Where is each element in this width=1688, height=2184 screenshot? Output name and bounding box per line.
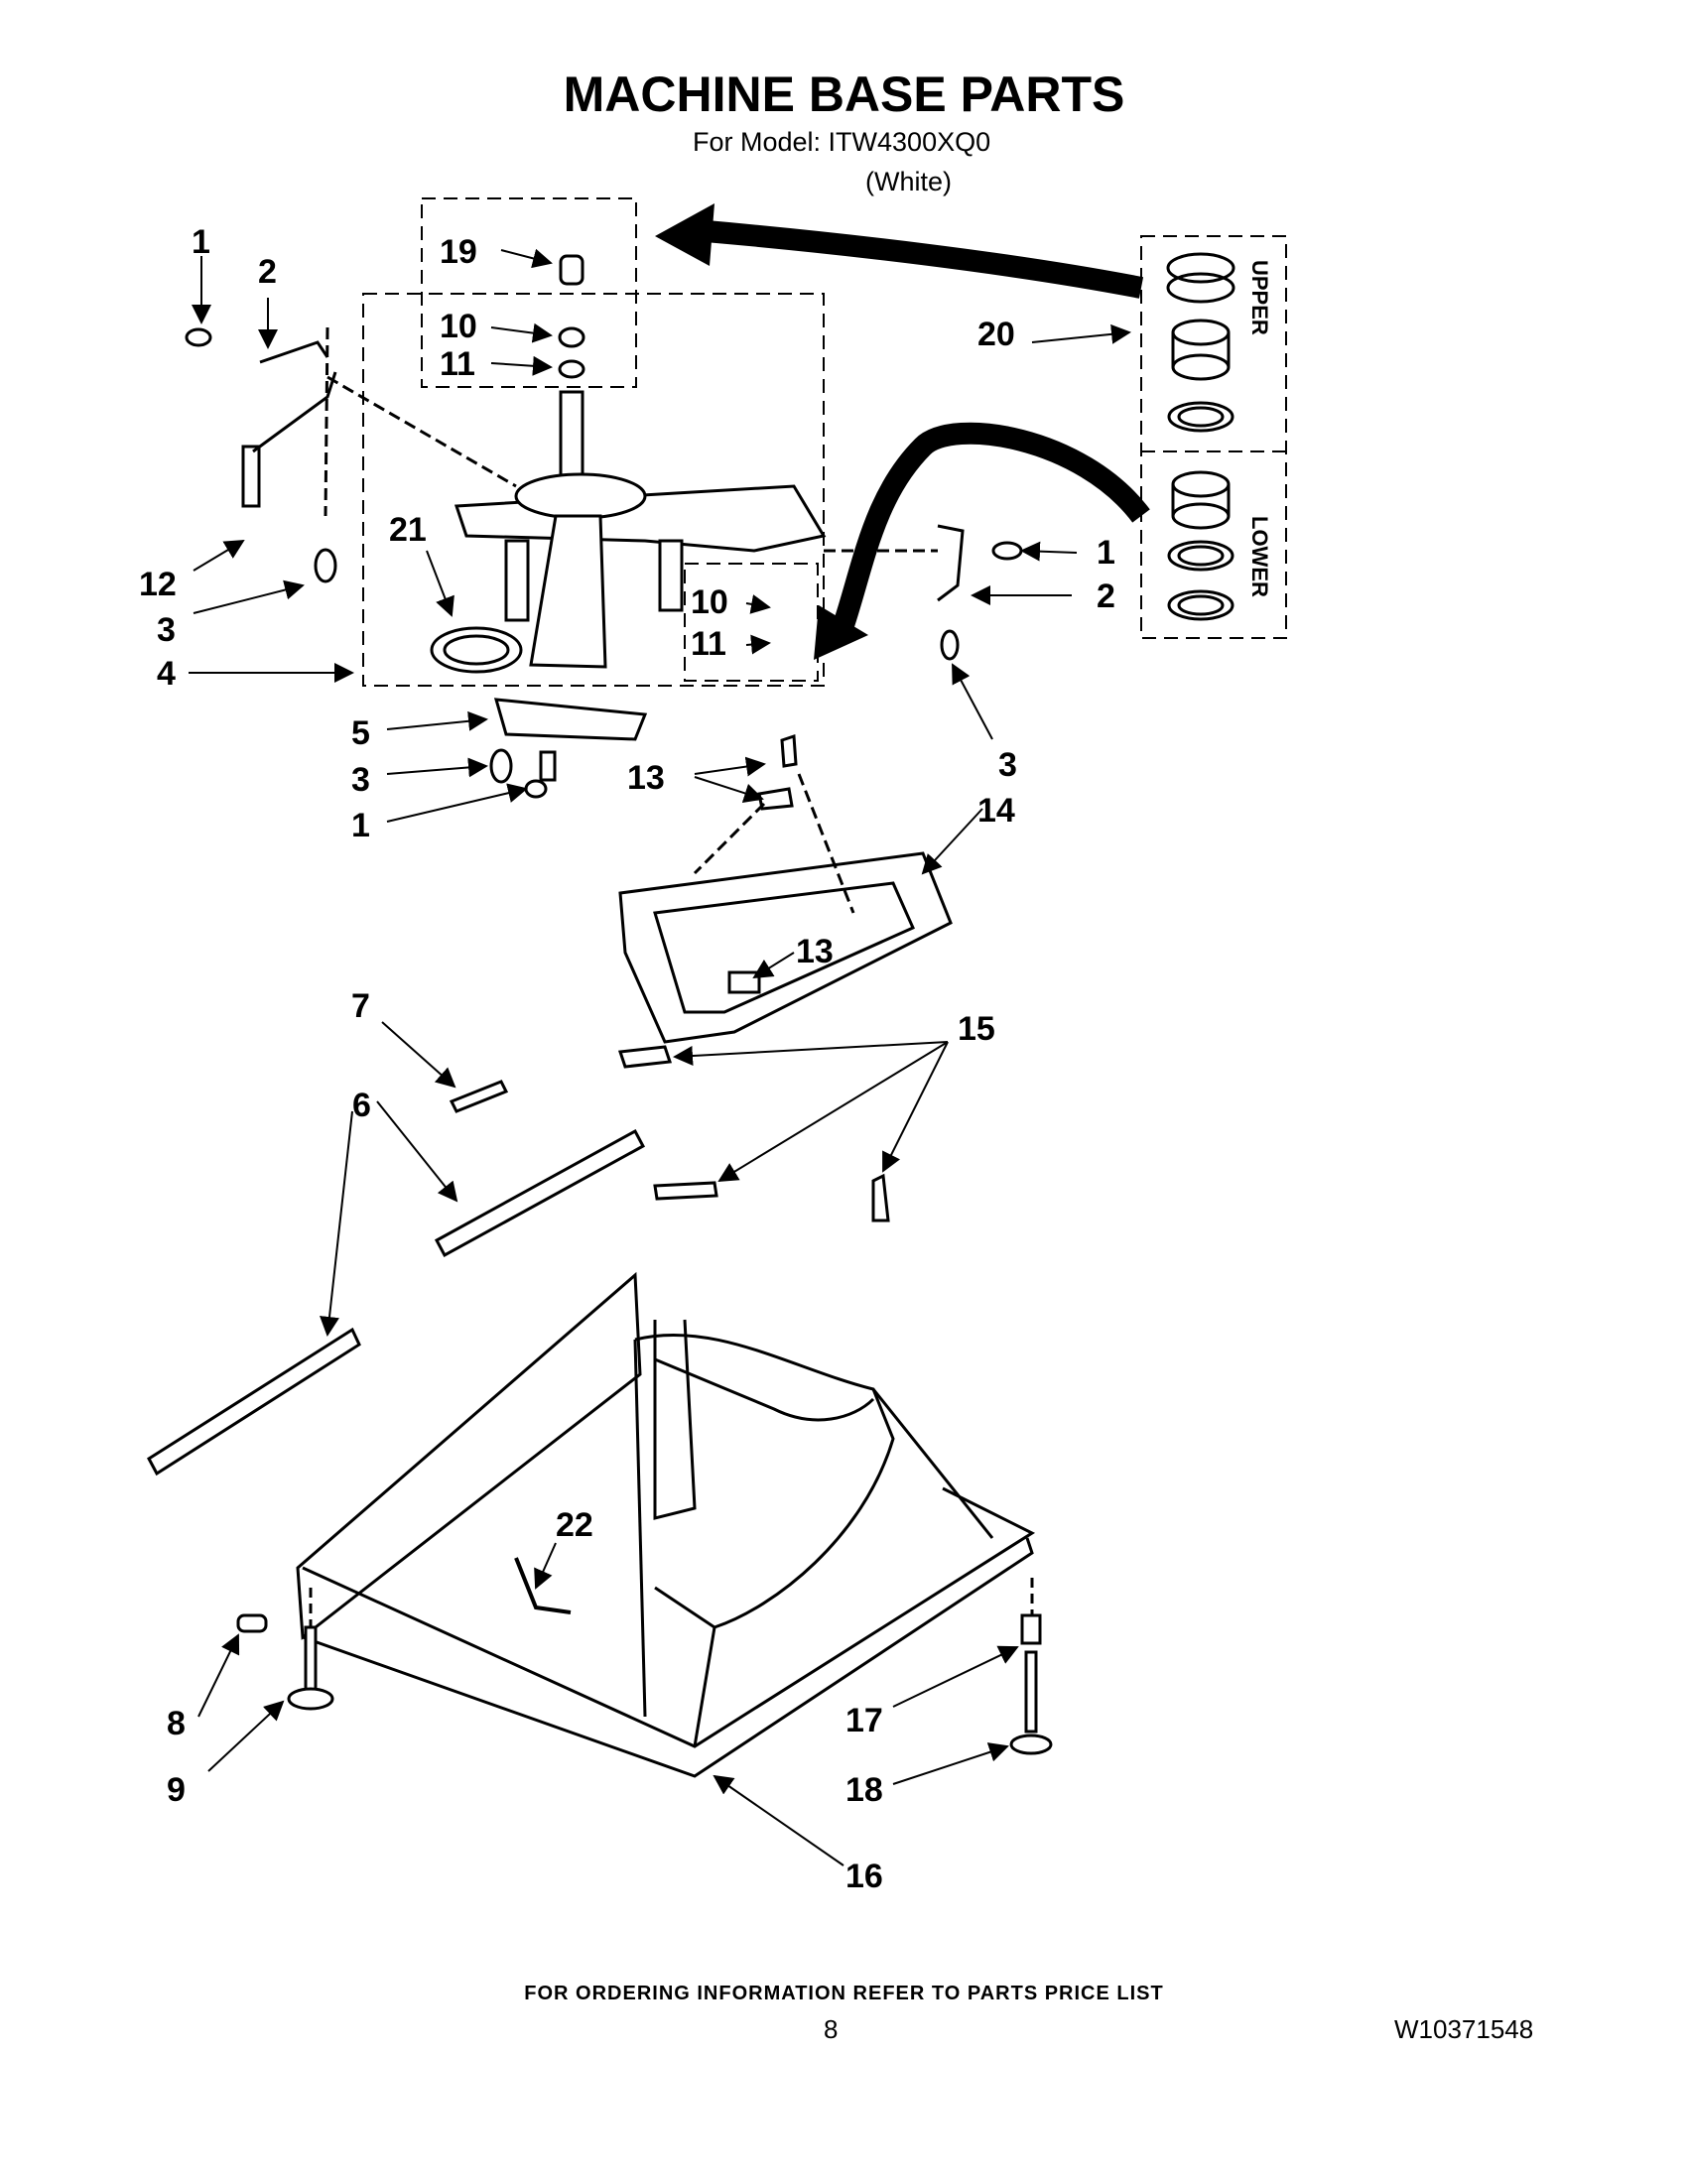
left-spring-rod — [185, 326, 517, 583]
callout-18: 18 — [845, 1771, 883, 1809]
callout-numbers: 1 2 1 2 3 3 3 4 5 6 6 7 8 9 10 11 10 11 … — [139, 223, 1115, 1895]
callout-15: 15 — [958, 1010, 995, 1048]
center-post-assembly — [430, 390, 827, 674]
upper-kit-arrow — [655, 203, 1144, 299]
callout-10a: 10 — [440, 308, 477, 345]
machine-base-frame — [296, 1271, 1036, 1778]
callout-21: 21 — [389, 511, 427, 549]
rails-and-clips — [147, 1045, 890, 1477]
dashed-groupings — [362, 197, 1287, 687]
callout-3b: 3 — [998, 746, 1017, 784]
lower-bracket-parts — [489, 698, 648, 799]
callout-5: 5 — [351, 714, 370, 752]
callout-7: 7 — [351, 987, 370, 1025]
right-bracket — [824, 524, 1023, 661]
callout-3a: 3 — [157, 611, 176, 649]
callout-20: 20 — [977, 316, 1015, 353]
callout-12: 12 — [139, 566, 177, 603]
callout-22: 22 — [556, 1506, 593, 1544]
callout-4: 4 — [157, 655, 176, 693]
callout-6a: 6 — [352, 1087, 371, 1124]
model-line: For Model: ITW4300XQ0 — [693, 127, 991, 157]
callout-leaders — [189, 248, 1131, 1866]
callout-2b: 2 — [1097, 578, 1115, 615]
upper-lower-kit-parts — [1166, 252, 1235, 621]
callout-2a: 2 — [258, 253, 277, 291]
page-title: MACHINE BASE PARTS — [563, 66, 1125, 122]
document-number: W10371548 — [1394, 2014, 1534, 2044]
upper-bushing-parts — [558, 254, 585, 379]
upper-label: UPPER — [1247, 260, 1272, 335]
callout-1a: 1 — [192, 223, 210, 261]
callout-1c: 1 — [351, 807, 370, 844]
callout-10b: 10 — [691, 583, 728, 621]
leveling-feet — [236, 1578, 1053, 1755]
lower-kit-arrow — [814, 422, 1150, 660]
callout-14: 14 — [977, 792, 1015, 830]
callout-13b: 13 — [796, 933, 834, 970]
page-number: 8 — [824, 2014, 839, 2044]
callout-1b: 1 — [1097, 534, 1115, 572]
top-frame-and-clips — [618, 733, 953, 1044]
callout-11a: 11 — [440, 345, 475, 383]
ordering-note: FOR ORDERING INFORMATION REFER TO PARTS … — [524, 1983, 1164, 2004]
callout-8: 8 — [167, 1705, 186, 1742]
callout-13a: 13 — [627, 759, 665, 797]
callout-3c: 3 — [351, 761, 370, 799]
callout-11b: 11 — [691, 625, 726, 663]
callout-9: 9 — [167, 1771, 186, 1809]
callout-19: 19 — [440, 233, 477, 271]
color-line: (White) — [865, 167, 952, 196]
callout-16: 16 — [845, 1858, 883, 1895]
lower-label: LOWER — [1247, 516, 1272, 597]
callout-17: 17 — [845, 1702, 883, 1739]
